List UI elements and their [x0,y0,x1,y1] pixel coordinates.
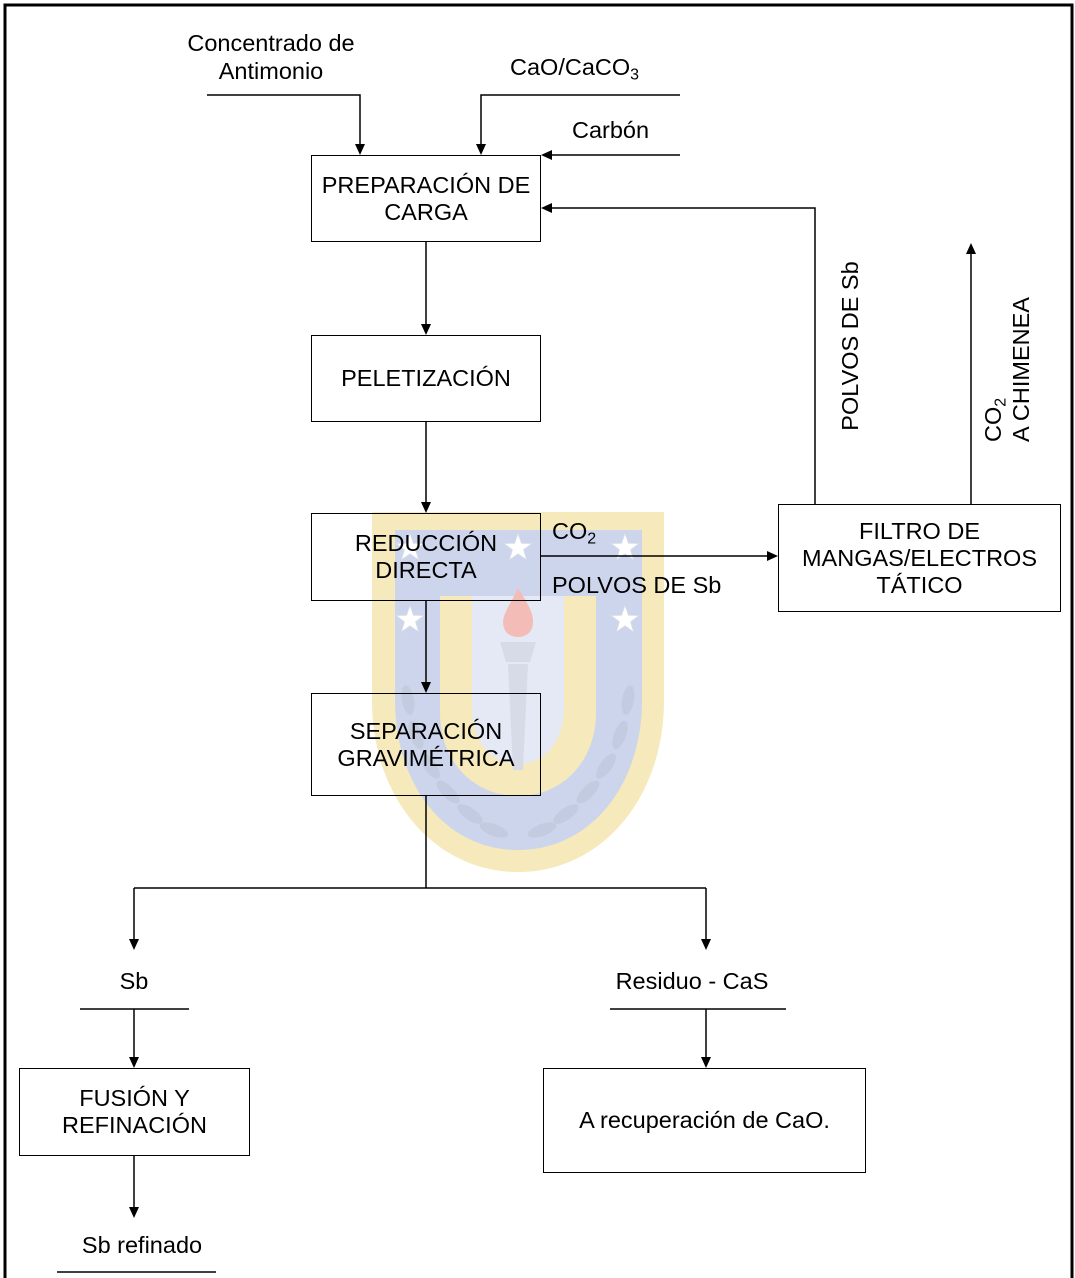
arrowhead-recuperacion [701,1057,711,1068]
page-frame [3,3,1074,1278]
product-label-sb-refinado: Sb refinado [81,1232,203,1258]
arrowhead-concentrado [355,144,365,155]
logo-torch-handle [508,664,528,770]
arrowhead-fusion [129,1057,139,1068]
arrowhead-separacion [421,682,431,693]
step-filtro-de-mangas: FILTRO DE MANGAS/ELECTROS TÁTICO [778,504,1061,612]
stream-label-chimenea-destination: A CHIMENEA [1008,297,1034,442]
input-label-cal-base: CaO/CaCO [510,54,631,80]
product-label-sb: Sb [119,968,149,994]
arrowhead-residuo [701,939,711,950]
arrowhead-chimenea [966,243,976,254]
stream-label-chimenea-gas: CO2 [979,282,1009,442]
arrowhead-peletizacion [421,324,431,335]
arrowhead-cal [476,144,486,155]
stream-label-chimenea-gas-base: CO [980,406,1006,442]
feed-line-concentrado [207,94,361,146]
stream-label-recycle-polvos: POLVOS DE Sb [837,261,863,431]
arrowhead-recycle [541,203,552,213]
stream-label-co2: CO2 [552,517,597,548]
stream-label-chimenea: CO2 A CHIMENEA [979,282,1035,442]
step-fusion-line-2: REFINACIÓN [62,1112,207,1138]
arrowhead-reduccion [421,502,431,513]
recycle-line-filtro-preparacion [550,207,816,504]
step-filtro-line-1: FILTRO DE [859,517,980,544]
input-label-cal: CaO/CaCO3 [510,53,640,84]
step-filtro-line-3: TÁTICO [876,571,963,598]
step-preparacion-line-2: CARGA [384,198,468,225]
feed-line-cal [480,94,680,146]
step-reduccion-line-2: DIRECTA [375,557,477,583]
logo-laurel-left [401,685,509,838]
step-preparacion-de-carga: PREPARACIÓN DE CARGA [311,155,541,242]
step-reduccion-directa: REDUCCIÓN DIRECTA [311,513,541,601]
step-peletizacion-line-1: PELETIZACIÓN [341,365,511,391]
step-fusion-line-1: FUSIÓN Y [79,1085,190,1111]
logo-torch-flame [503,588,534,637]
stream-label-co2-base: CO [552,518,588,544]
step-separacion-gravimetrica: SEPARACIÓN GRAVIMÉTRICA [311,693,541,796]
stream-label-co2-subscript: 2 [587,530,597,548]
step-fusion-y-refinacion: FUSIÓN Y REFINACIÓN [19,1068,250,1156]
logo-torch-cup [500,642,536,662]
input-label-concentrado-line-2: Antimonio [218,58,324,84]
product-label-residuo: Residuo - CaS [615,968,769,994]
input-label-cal-subscript: 3 [630,66,640,84]
step-reduccion-line-1: REDUCCIÓN [354,530,498,556]
step-separacion-line-2: GRAVIMÉTRICA [337,744,515,771]
step-recuperacion-line-1: A recuperación de CaO. [579,1107,830,1133]
arrowhead-carbon [541,150,552,160]
step-preparacion-line-1: PREPARACIÓN DE [321,171,531,198]
university-logo-watermark [372,512,664,872]
input-label-concentrado: Concentrado de Antimonio [171,29,371,85]
arrowhead-sb-refinado [129,1207,139,1218]
step-peletizacion: PELETIZACIÓN [311,335,541,422]
step-filtro-line-2: MANGAS/ELECTROS [801,544,1038,571]
input-label-carbon: Carbón [572,117,650,143]
arrowhead-sb [129,939,139,950]
arrowhead-filtro [767,551,778,561]
input-label-concentrado-line-1: Concentrado de [187,30,355,56]
stream-label-polvos: POLVOS DE Sb [552,572,722,598]
logo-laurel-right [527,685,635,838]
step-recuperacion-cao: A recuperación de CaO. [543,1068,866,1173]
step-separacion-line-1: SEPARACIÓN [349,717,503,744]
